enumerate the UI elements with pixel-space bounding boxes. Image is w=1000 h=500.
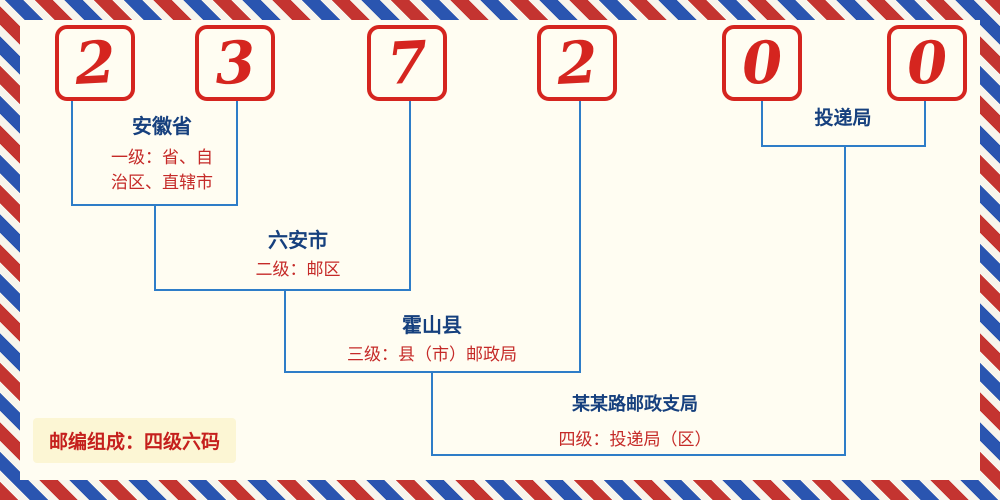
postcode-digit-3: 7: [385, 27, 429, 99]
postcode-digit-box-5: 0: [722, 25, 802, 101]
level1-description-line2: 治区、直辖市: [111, 173, 213, 193]
postcode-digit-2: 3: [213, 27, 257, 99]
postcode-digit-4: 2: [555, 27, 599, 99]
postcode-digit-1: 2: [73, 27, 117, 99]
level2-description: 二级：邮区: [255, 260, 341, 280]
level3-place-name: 霍山县: [402, 313, 462, 337]
level3-description: 三级：县（市）邮政局: [347, 345, 517, 365]
postcode-digit-box-3: 7: [367, 25, 447, 101]
level4-description: 四级：投递局（区）: [558, 430, 712, 450]
postcode-digit-box-1: 2: [55, 25, 135, 101]
postcode-digit-6: 0: [905, 27, 949, 99]
level2-place-name: 六安市: [268, 228, 328, 252]
level1-place-name: 安徽省: [132, 114, 192, 138]
delivery-office-label: 投递局: [814, 107, 872, 129]
level4-place-name: 某某路邮政支局: [572, 394, 698, 415]
level1-description: 一级：省、自 治区、直辖市: [82, 146, 242, 196]
postcode-composition-badge: 邮编组成：四级六码: [33, 418, 237, 463]
postcode-digit-5: 0: [740, 27, 784, 99]
postcode-digit-box-4: 2: [537, 25, 617, 101]
envelope-background: [20, 20, 980, 480]
level1-description-line1: 一级：省、自: [111, 148, 213, 168]
postcode-digit-box-6: 0: [887, 25, 967, 101]
postcode-digit-box-2: 3: [195, 25, 275, 101]
